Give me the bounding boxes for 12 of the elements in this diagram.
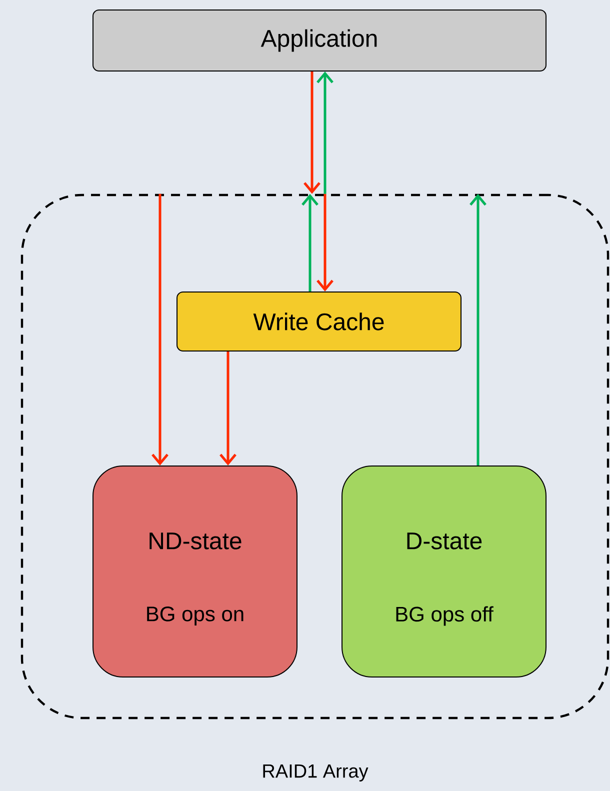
arrow (316, 72, 334, 194)
arrow (470, 194, 486, 466)
node-label: RAID1 Array (263, 764, 368, 782)
arrow (304, 72, 320, 194)
cache-box: Write Cache (176, 292, 462, 352)
state-box: D-state BG ops off (342, 466, 546, 678)
application-box: Application (92, 10, 546, 72)
state-box: ND-state BG ops on (92, 466, 298, 678)
arrow (316, 194, 334, 292)
arrow (152, 194, 168, 466)
arrow (302, 194, 318, 292)
arrow (220, 352, 236, 466)
